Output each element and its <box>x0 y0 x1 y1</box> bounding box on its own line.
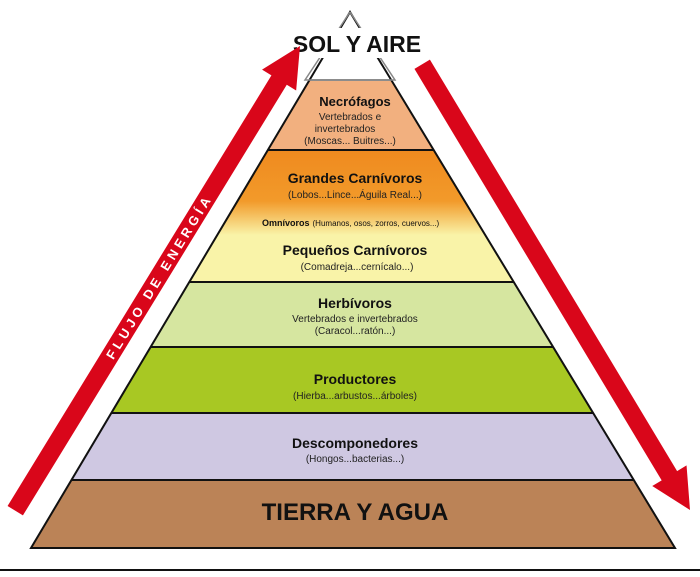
level-title: Descomponedores <box>292 435 418 451</box>
level-title: Necrófagos <box>319 94 391 109</box>
level-desc: invertebrados <box>315 124 376 135</box>
level-title: Pequeños Carnívoros <box>283 242 428 258</box>
level-title: Herbívoros <box>318 295 392 311</box>
level-title: Productores <box>314 371 397 387</box>
top-label: SOL Y AIRE <box>293 31 421 57</box>
pyramid-outline <box>29 10 677 549</box>
level-desc: Vertebrados e invertebrados <box>292 314 418 325</box>
arrow-up-icon <box>7 46 300 516</box>
layer-tierra-agua <box>31 480 675 548</box>
level-desc: (Lobos...Lince...Águila Real...) <box>288 188 422 201</box>
level-desc: (Moscas... Buitres...) <box>304 136 396 147</box>
bottom-label: TIERRA Y AGUA <box>262 499 449 526</box>
level-omnivoros: Omnívoros(Humanos, osos, zorros, cuervos… <box>262 218 440 228</box>
level-title: Grandes Carnívoros <box>288 170 423 186</box>
layer-descomponedores <box>31 413 675 480</box>
level-desc: (Comadreja...cernícalo...) <box>301 262 414 273</box>
level-desc: Vertebrados e <box>319 112 382 123</box>
level-desc: (Hongos...bacterias...) <box>306 454 404 465</box>
level-desc: (Hierba...arbustos...árboles) <box>293 391 417 402</box>
arrow-down-icon <box>414 59 690 510</box>
level-desc: (Caracol...ratón...) <box>315 326 396 337</box>
